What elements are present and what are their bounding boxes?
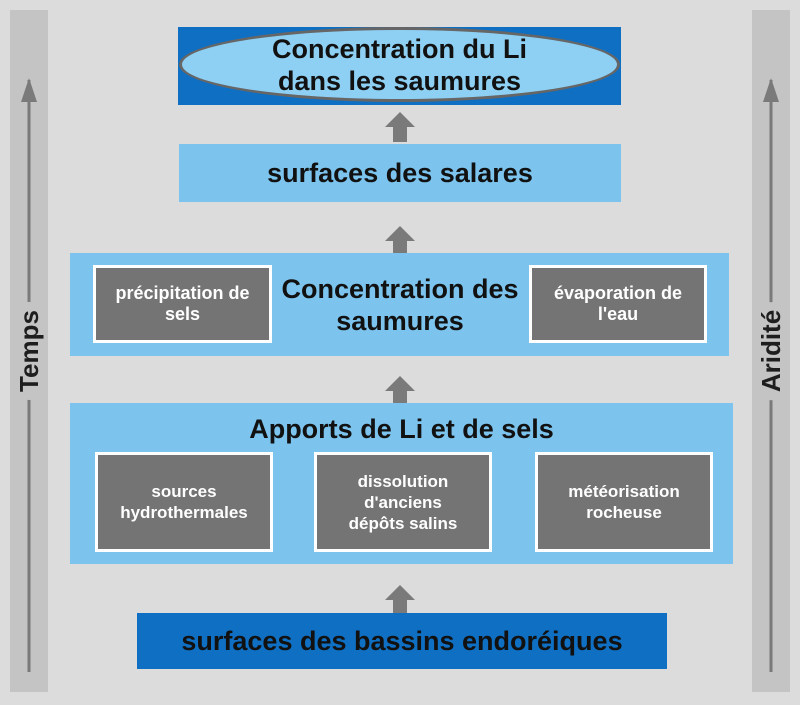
rock-weathering-text: météorisation rocheuse xyxy=(568,482,680,522)
brine-concentration-title: Concentration des saumures xyxy=(281,274,519,336)
salares-surface-text: surfaces des salares xyxy=(267,158,533,188)
water-evaporation-box: évaporation de l'eau xyxy=(529,265,707,343)
endorheic-basins-text: surfaces des bassins endoréiques xyxy=(181,626,623,656)
brine-concentration-box: Concentration des saumures précipitation… xyxy=(70,253,729,356)
salt-precipitation-text: précipitation de sels xyxy=(115,283,250,324)
hydrothermal-sources-text: sources hydrothermales xyxy=(120,482,248,522)
lithium-concentration-text: Concentration du Li dans les saumures xyxy=(272,33,527,96)
endorheic-basins-box: surfaces des bassins endoréiques xyxy=(137,613,667,669)
arrow-bottom-to-apports xyxy=(385,585,415,613)
time-axis-column: Temps xyxy=(10,10,48,692)
salt-deposit-dissolution-text: dissolution d'anciens dépôts salins xyxy=(348,471,458,533)
hydrothermal-sources-box: sources hydrothermales xyxy=(95,452,273,552)
lithium-concentration-ellipse: Concentration du Li dans les saumures xyxy=(179,27,620,102)
salt-precipitation-box: précipitation de sels xyxy=(93,265,272,343)
arrow-apports-to-concentration xyxy=(385,376,415,403)
salt-deposit-dissolution-box: dissolution d'anciens dépôts salins xyxy=(314,452,492,552)
water-evaporation-text: évaporation de l'eau xyxy=(553,283,683,324)
salares-surface-box: surfaces des salares xyxy=(179,144,621,202)
rock-weathering-box: météorisation rocheuse xyxy=(535,452,713,552)
lithium-salt-inputs-box: Apports de Li et de sels sources hydroth… xyxy=(70,403,733,564)
arrow-concentration-to-salares xyxy=(385,226,415,253)
aridity-axis-column: Aridité xyxy=(752,10,790,692)
arrow-salares-to-top xyxy=(385,112,415,142)
lithium-salt-inputs-title: Apports de Li et de sels xyxy=(249,414,554,444)
